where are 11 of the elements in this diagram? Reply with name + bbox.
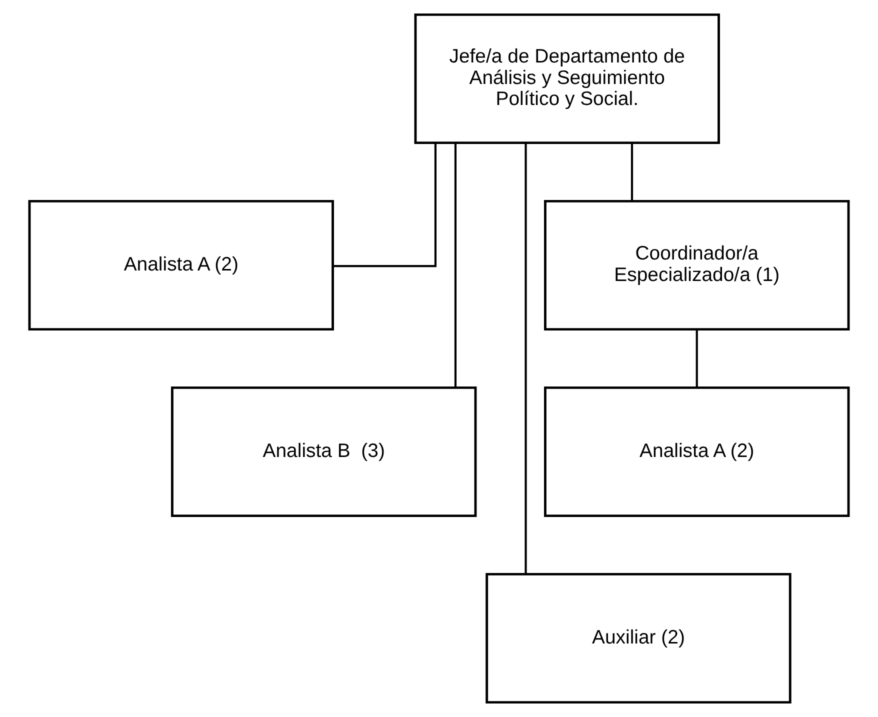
node-box: Auxiliar (2) (486, 572, 792, 704)
connector (630, 142, 634, 201)
connector (524, 142, 527, 574)
node-box: Coordinador/a Especializado/a (1) (544, 200, 850, 331)
node-box: Jefe/a de Departamento de Análisis y Seguimiento Político y Social. (414, 13, 720, 144)
connector (696, 329, 698, 388)
node-box: Analista A (2) (28, 200, 334, 331)
node-box: Analista A (2) (544, 386, 850, 518)
connector (334, 143, 437, 268)
node-box: Analista B (3) (171, 386, 477, 518)
connector (454, 142, 457, 388)
